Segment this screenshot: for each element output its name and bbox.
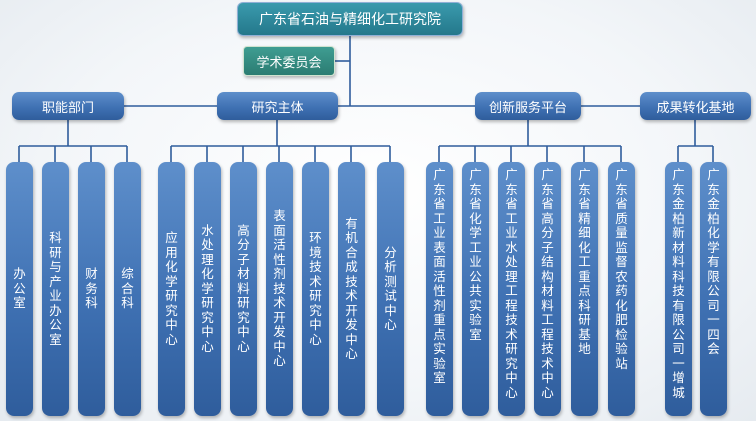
leaf-office: 办公室 [6, 162, 33, 416]
leaf-label: 应用化学研究中心 [165, 230, 178, 347]
leaf-pesticide-fertilizer-station: 广东省质量监督农药化肥检验站 [608, 162, 635, 416]
leaf-label: 有机合成技术开发中心 [345, 215, 358, 361]
leaf-chemical-public-lab: 广东省化学工业公共实验室 [462, 162, 489, 416]
leaf-label: 广东省工业表面活性剂重点实验室 [433, 167, 446, 385]
category-research-body: 研究主体 [217, 92, 338, 120]
leaf-jinbai-chemical: 广东金柏化学有限公司一四会 [700, 162, 727, 416]
leaf-analysis-testing: 分析测试中心 [377, 162, 404, 416]
leaf-surfactant-tech: 表面活性剂技术开发中心 [266, 162, 293, 416]
leaf-label: 科研与产业办公室 [49, 230, 62, 347]
leaf-label: 高分子材料研究中心 [237, 222, 250, 354]
leaf-label: 综合科 [121, 266, 134, 311]
org-root-box: 广东省石油与精细化工研究院 [237, 2, 463, 36]
category-innovation-platform: 创新服务平台 [475, 92, 581, 120]
category-label: 成果转化基地 [656, 100, 735, 116]
leaf-fine-chemical-base: 广东省精细化工重点科研基地 [571, 162, 598, 416]
leaf-research-industry-office: 科研与产业办公室 [42, 162, 69, 416]
leaf-label: 广东省化学工业公共实验室 [469, 167, 482, 342]
leaf-label: 广东省质量监督农药化肥检验站 [615, 167, 628, 371]
leaf-applied-chemistry: 应用化学研究中心 [158, 162, 185, 416]
academic-committee-box: 学术委员会 [243, 46, 335, 76]
leaf-polymer-structure-engineering: 广东省高分子结构材料工程技术中心 [534, 162, 561, 416]
org-root-label: 广东省石油与精细化工研究院 [259, 12, 441, 28]
category-label: 研究主体 [251, 100, 304, 116]
leaf-label: 分析测试中心 [384, 244, 397, 332]
leaf-label: 广东金柏化学有限公司一四会 [707, 167, 720, 356]
category-label: 职能部门 [41, 100, 94, 116]
leaf-environmental-tech: 环境技术研究中心 [302, 162, 329, 416]
leaf-label: 水处理化学研究中心 [201, 222, 214, 354]
leaf-label: 办公室 [13, 266, 26, 311]
academic-committee-label: 学术委员会 [256, 55, 322, 71]
leaf-label: 广东金柏新材料科技有限公司一增城 [672, 167, 685, 400]
leaf-water-treatment: 水处理化学研究中心 [194, 162, 221, 416]
leaf-label: 表面活性剂技术开发中心 [273, 208, 286, 369]
leaf-label: 广东省工业水处理工程技术研究中心 [505, 167, 518, 400]
category-functional-departments: 职能部门 [12, 92, 124, 120]
leaf-finance: 财务科 [78, 162, 105, 416]
leaf-general: 综合科 [114, 162, 141, 416]
leaf-polymer-materials: 高分子材料研究中心 [230, 162, 257, 416]
leaf-label: 广东省高分子结构材料工程技术中心 [541, 167, 554, 400]
leaf-label: 环境技术研究中心 [309, 230, 322, 347]
category-transfer-base: 成果转化基地 [640, 92, 751, 120]
leaf-organic-synthesis: 有机合成技术开发中心 [338, 162, 365, 416]
leaf-label: 广东省精细化工重点科研基地 [578, 167, 591, 356]
leaf-surfactant-key-lab: 广东省工业表面活性剂重点实验室 [426, 162, 453, 416]
leaf-water-treatment-engineering: 广东省工业水处理工程技术研究中心 [498, 162, 525, 416]
leaf-jinbai-new-materials: 广东金柏新材料科技有限公司一增城 [665, 162, 692, 416]
leaf-label: 财务科 [85, 266, 98, 311]
category-label: 创新服务平台 [488, 100, 567, 116]
